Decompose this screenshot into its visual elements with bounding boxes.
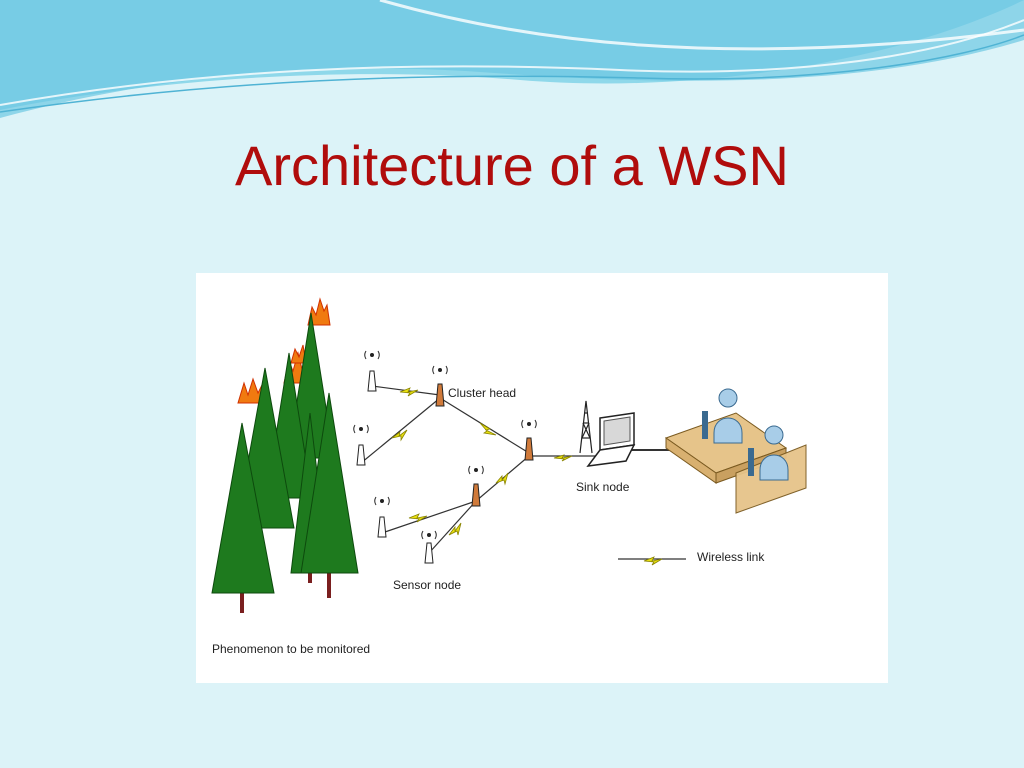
laptop-icon	[586, 412, 636, 467]
cluster-head-icons	[432, 365, 537, 507]
wireless-link-icons	[391, 387, 663, 566]
sensor-node-icons	[353, 350, 437, 564]
sensor-node-icon	[374, 496, 390, 538]
cluster-head-label: Cluster head	[448, 386, 517, 400]
tree-icon	[211, 312, 359, 613]
person-icon	[702, 388, 743, 444]
users-workstation-icon	[664, 388, 807, 514]
sensor-node-icon	[353, 424, 369, 466]
person-icon	[748, 425, 789, 481]
wireless-link-label: Wireless link	[697, 550, 765, 564]
cluster-head-icon	[521, 419, 537, 461]
cluster-head-icon	[432, 365, 448, 407]
wsn-architecture-diagram: Phenomenon to be monitored Cluster head …	[196, 273, 888, 683]
page-title: Architecture of a WSN	[235, 134, 789, 197]
sensor-node-icon	[421, 530, 437, 564]
sink-node-label: Sink node	[576, 480, 630, 494]
phenomenon-label: Phenomenon to be monitored	[212, 642, 371, 656]
connection-lines	[360, 385, 696, 560]
cluster-head-icon	[468, 465, 484, 507]
header-wave-decoration	[0, 0, 1024, 118]
forest-phenomenon	[211, 297, 359, 613]
diagram-canvas	[211, 297, 807, 613]
antenna-tower-icon	[579, 400, 593, 454]
sensor-node-icon	[364, 350, 380, 392]
sensor-node-label: Sensor node	[393, 578, 462, 592]
